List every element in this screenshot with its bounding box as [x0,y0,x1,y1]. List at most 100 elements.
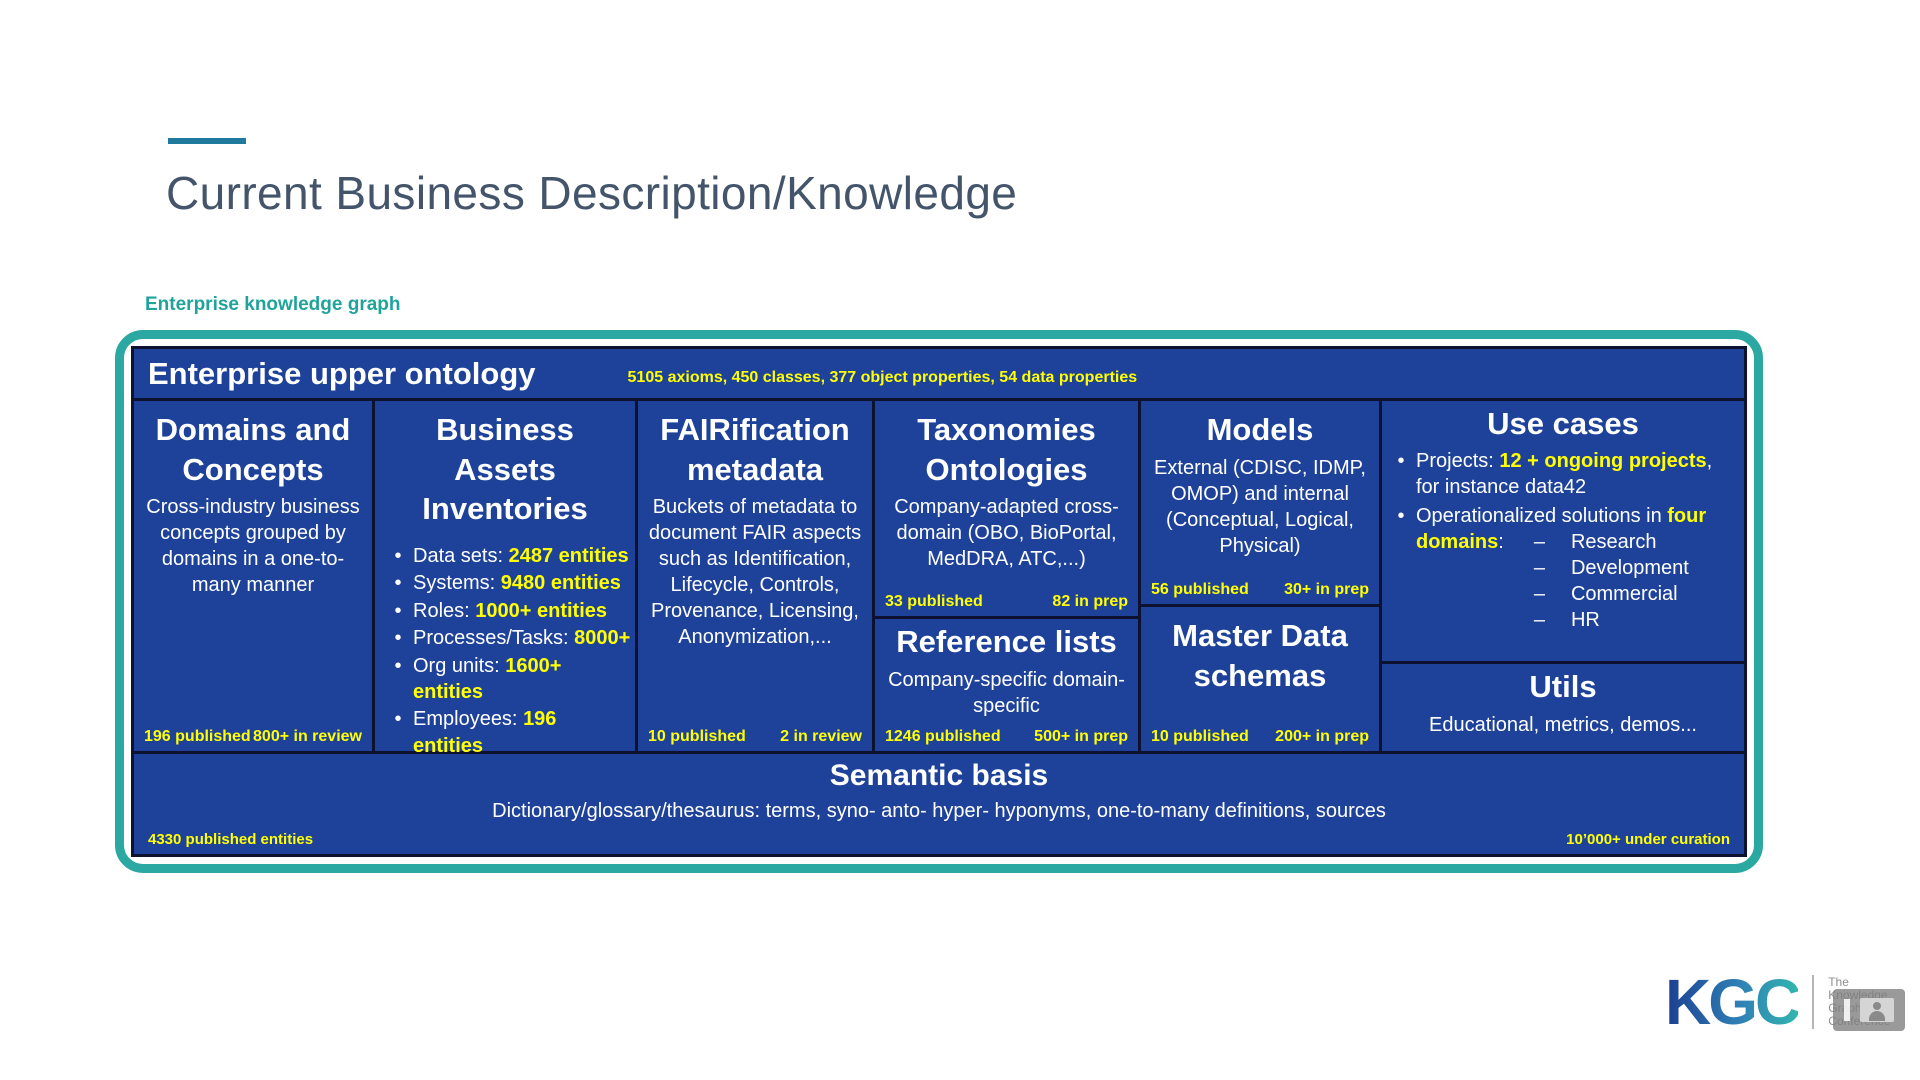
dash-icon: – [1533,556,1545,579]
item-value: 1600+ entities [413,654,562,703]
spacer [875,719,1138,728]
box-body: External (CDISC, IDMP, OMOP) and interna… [1154,456,1366,557]
box-body: Buckets of metadata to document FAIR asp… [648,496,862,649]
bullet-icon: • [394,708,402,731]
bullet-icon: • [394,627,402,650]
item-label: Org units: [413,654,506,677]
in-progress-count: 82 in prep [1052,593,1128,610]
domains-sublist: – Research – Development – Commercial –HR [1534,529,1689,633]
item-post: , for instance data42 [1416,449,1713,498]
taxonomies-column: Taxonomies Ontologies Company-adapted cr… [875,401,1138,751]
picture-in-picture-icon[interactable] [1860,998,1895,1022]
box-footer: 10 published 200+ in prep [1141,728,1379,751]
published-count: 10 published [1151,728,1249,745]
item-label: Systems: [413,572,501,595]
item-pre: Projects: [1416,449,1500,472]
published-count: 33 published [885,593,983,610]
published-count: 4330 published entities [148,831,314,848]
bullet-icon: • [394,599,402,622]
sublist-item: – Development [1534,555,1689,581]
sublist-item: – Commercial [1534,581,1689,607]
in-progress-count: 800+ in review [253,728,362,745]
sublist-item-label: HR [1570,608,1600,631]
kgc-logo-text: KGC [1665,966,1801,1038]
knowledge-graph-container: Enterprise upper ontology 5105 axioms, 4… [115,330,1763,873]
bullet-icon: • [1397,449,1405,472]
title-accent-bar [168,138,246,144]
models-column: Models External (CDISC, IDMP, OMOP) and … [1141,401,1379,751]
item-highlight: four domains [1416,504,1707,553]
main-row: Domains and Concepts Cross-industry busi… [134,401,1744,757]
item-label: Processes/Tasks: [413,627,575,650]
list-item: • Roles: 1000+ entities [383,598,631,624]
box-title: Business Assets Inventories [422,412,588,527]
enterprise-upper-ontology-box: Enterprise upper ontology 5105 axioms, 4… [134,349,1744,398]
box-title: Domains and Concepts [155,412,351,487]
box-title: FAIRification metadata [660,412,850,487]
sublist-item-label: Commercial [1570,582,1678,605]
box-footer: 196 published 800+ in review [134,728,372,751]
list-item: • Operationalized solutions in four doma… [1386,503,1738,633]
utils-box: Utils Educational, metrics, demos... [1382,664,1744,751]
item-value: 196 entities [413,708,557,757]
published-count: 56 published [1151,581,1249,598]
reference-lists-box: Reference lists Company-specific domain-… [875,619,1138,751]
dash-icon: – [1533,582,1545,605]
item-label: Data sets: [413,545,509,568]
taxonomies-ontologies-box: Taxonomies Ontologies Company-adapted cr… [875,401,1138,616]
box-footer: 56 published 30+ in prep [1141,581,1379,604]
video-player-overlay[interactable] [1833,989,1905,1031]
box-title: Master Data schemas [1172,618,1348,693]
list-item: • Org units: 1600+ entities [383,653,631,706]
models-box: Models External (CDISC, IDMP, OMOP) and … [1141,401,1379,604]
assets-list: • Data sets: 2487 entities • Systems: 94… [375,543,635,760]
sublist-item: –HR [1534,607,1689,633]
bullet-icon: • [394,545,402,568]
list-item-text: Org units: 1600+ entities [413,653,631,706]
bullet-icon: • [394,572,402,595]
use-cases-list: • Projects: 12 + ongoing projects, for i… [1382,448,1744,636]
published-count: 10 published [648,728,746,745]
sublist-item-label: Development [1570,556,1689,579]
box-footer: 10 published 2 in review [638,728,872,751]
list-item-text: Projects: 12 + ongoing projects, for ins… [1416,448,1738,500]
semantic-basis-box: Semantic basis Dictionary/glossary/thesa… [134,754,1744,854]
list-item: • Employees: 196 entities [383,706,631,759]
box-body: Company-adapted cross-domain (OBO, BioPo… [894,496,1119,571]
ontology-title: Enterprise upper ontology [148,355,536,391]
list-item-text: Employees: 196 entities [413,706,631,759]
list-item: • Data sets: 2487 entities [383,543,631,569]
list-item-text: Operationalized solutions in four domain… [1416,503,1738,633]
item-value: 2487 entities [508,545,629,568]
sublist-item-label: Research [1570,530,1657,553]
logo-divider [1812,975,1815,1029]
box-footer: 33 published 82 in prep [875,593,1138,616]
list-item: • Projects: 12 + ongoing projects, for i… [1386,448,1738,500]
published-count: 196 published [144,728,251,745]
box-title: Taxonomies Ontologies [917,412,1096,487]
page-title: Current Business Description/Knowledge [166,167,1018,219]
in-progress-count: 30+ in prep [1284,581,1369,598]
dash-icon: – [1533,530,1545,553]
item-label: Roles: [413,599,476,622]
item-value: 9480 entities [500,572,621,595]
item-highlight: 12 + ongoing projects [1499,449,1707,472]
list-item-text: Systems: 9480 entities [413,570,631,596]
item-label: Employees: [413,708,524,731]
in-progress-count: 500+ in prep [1034,728,1128,745]
ontology-stats: 5105 axioms, 450 classes, 377 object pro… [627,368,1138,386]
box-title: Models [1206,412,1314,447]
master-data-schemas-box: Master Data schemas 10 published 200+ in… [1141,607,1379,751]
diagram-label: Enterprise knowledge graph [145,294,401,315]
list-item-text: Processes/Tasks: 8000+ [413,625,631,651]
box-body: Cross-industry business concepts grouped… [146,496,360,597]
box-title: Semantic basis [829,759,1049,792]
use-cases-column: Use cases • Projects: 12 + ongoing proje… [1382,401,1744,751]
spacer [638,650,872,728]
pause-icon[interactable] [1843,999,1850,1021]
box-title: Reference lists [896,624,1117,659]
spacer [134,598,372,728]
box-body: Company-specific domain-specific [888,668,1125,717]
published-count: 1246 published [885,728,1001,745]
